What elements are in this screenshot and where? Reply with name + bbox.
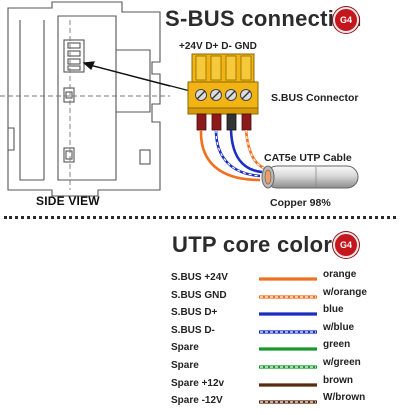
core-pin-label: S.BUS D+: [171, 307, 218, 319]
core-wire-swatch: [259, 312, 317, 316]
connector-pin-header: +24V D+ D- GND: [179, 41, 257, 52]
copper-label: Copper 98%: [270, 197, 331, 209]
core-color-name: w/green: [323, 357, 361, 368]
core-color-row: Spare -12V W/brown: [0, 392, 400, 411]
g4-logo-badge: G4: [333, 7, 359, 33]
core-pin-label: Spare: [171, 342, 199, 354]
core-wire-swatch: [259, 277, 317, 281]
core-color-name: orange: [323, 269, 357, 280]
core-pin-label: Spare -12V: [171, 395, 223, 407]
g4-logo-badge-2: G4: [333, 232, 359, 258]
core-wire-swatch: [259, 347, 317, 351]
section-title-utp-core-colors: UTP core colors: [172, 232, 345, 257]
core-pin-label: S.BUS D-: [171, 324, 215, 336]
core-color-row: Spare w/green: [0, 357, 400, 376]
core-color-row: Spare +12v brown: [0, 374, 400, 394]
connector-pointer-arrow: [84, 62, 195, 93]
utp-cable: [261, 165, 359, 189]
core-color-row: S.BUS D-w/blue: [0, 321, 400, 341]
core-wire-swatch: [259, 382, 317, 387]
section-divider: [4, 216, 396, 219]
core-color-name: w/blue: [323, 321, 355, 333]
core-color-name: w/orange: [323, 286, 367, 298]
core-color-name: brown: [323, 374, 353, 386]
core-color-name: W/brown: [323, 392, 366, 404]
core-color-name: green: [323, 339, 351, 351]
core-wire-swatch: [259, 400, 317, 404]
core-color-name: blue: [323, 304, 344, 316]
core-color-row: S.BUS GND w/orange: [0, 286, 400, 306]
core-color-row: Spare green: [0, 339, 400, 358]
core-color-row: S.BUS +24V orange: [0, 269, 400, 288]
cat5e-cable-label: CAT5e UTP Cable: [264, 152, 352, 164]
connector-top-pins: [191, 53, 255, 83]
core-pin-label: S.BUS GND: [171, 289, 227, 301]
core-wire-swatch: [259, 365, 317, 369]
device-side-view-drawing: [0, 1, 170, 197]
sbus-connector-drawing: [187, 53, 359, 189]
core-wire-swatch: [259, 330, 317, 334]
core-wire-swatch: [259, 294, 317, 299]
side-view-label: SIDE VIEW: [36, 194, 100, 208]
core-pin-label: Spare +12v: [171, 377, 225, 389]
core-color-row: S.BUS D+ blue: [0, 304, 400, 323]
core-pin-label: Spare: [171, 360, 199, 371]
section-title-sbus-connection: S-BUS connection: [165, 6, 362, 31]
sbus-connector-label: S.BUS Connector: [271, 92, 359, 104]
core-pin-label: S.BUS +24V: [171, 272, 228, 283]
